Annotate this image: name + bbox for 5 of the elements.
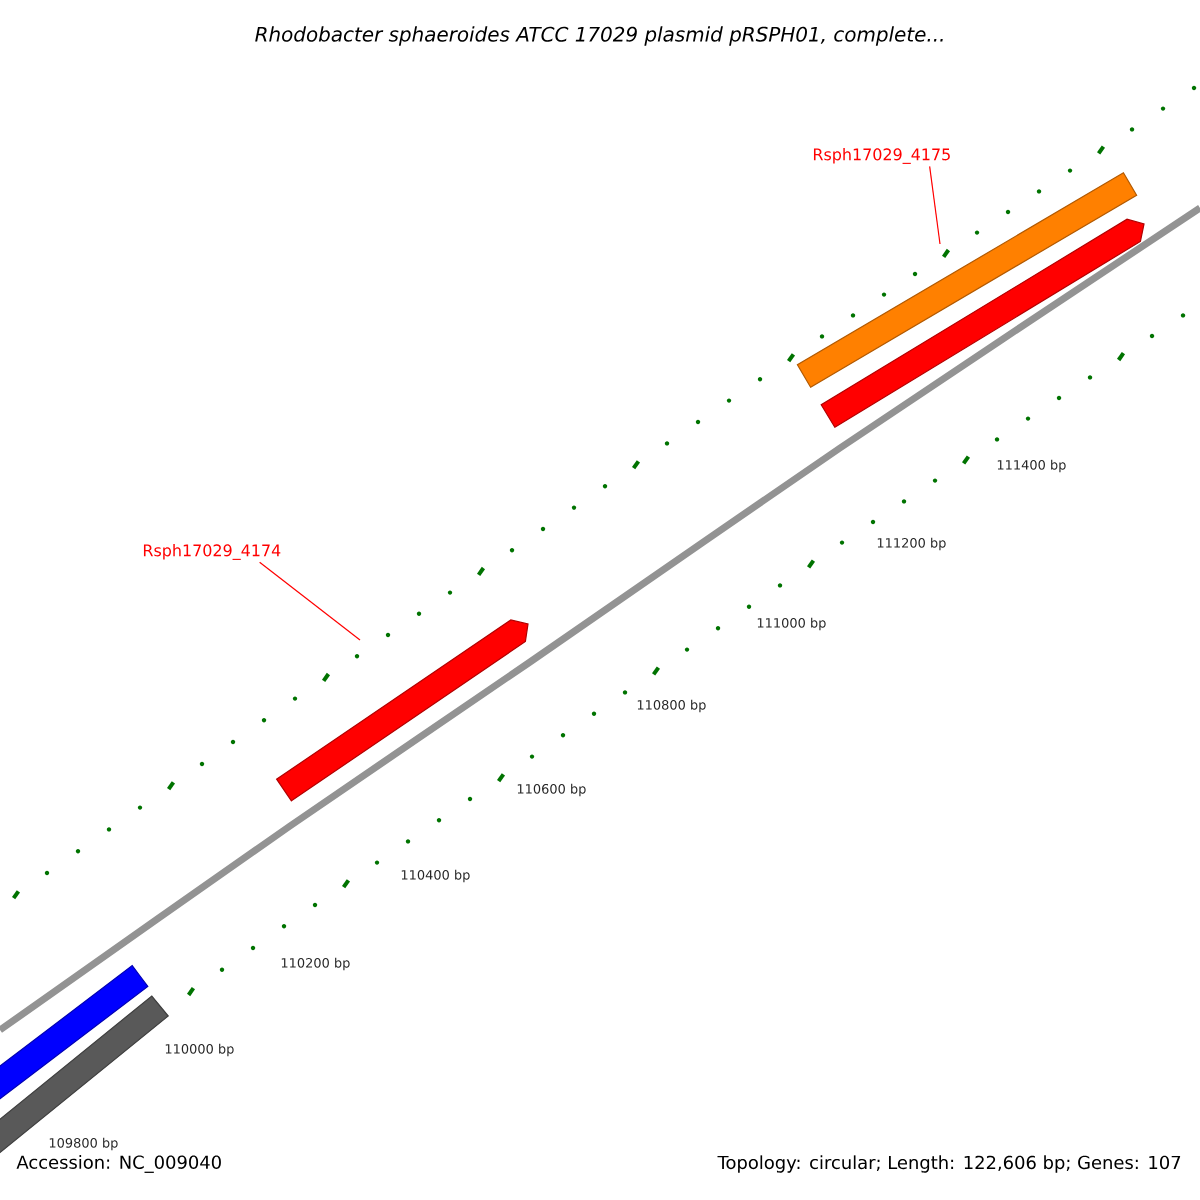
- leader-line: [259, 561, 361, 641]
- summary-text: Topology: circular; Length: 122,606 bp; Genes: 107: [717, 1155, 1181, 1173]
- title: Rhodobacter sphaeroides ATCC 17029 plasmid pRSPH01, complete...: [255, 26, 943, 46]
- gene-bar: [0, 995, 170, 1155]
- leader-line: [929, 165, 941, 245]
